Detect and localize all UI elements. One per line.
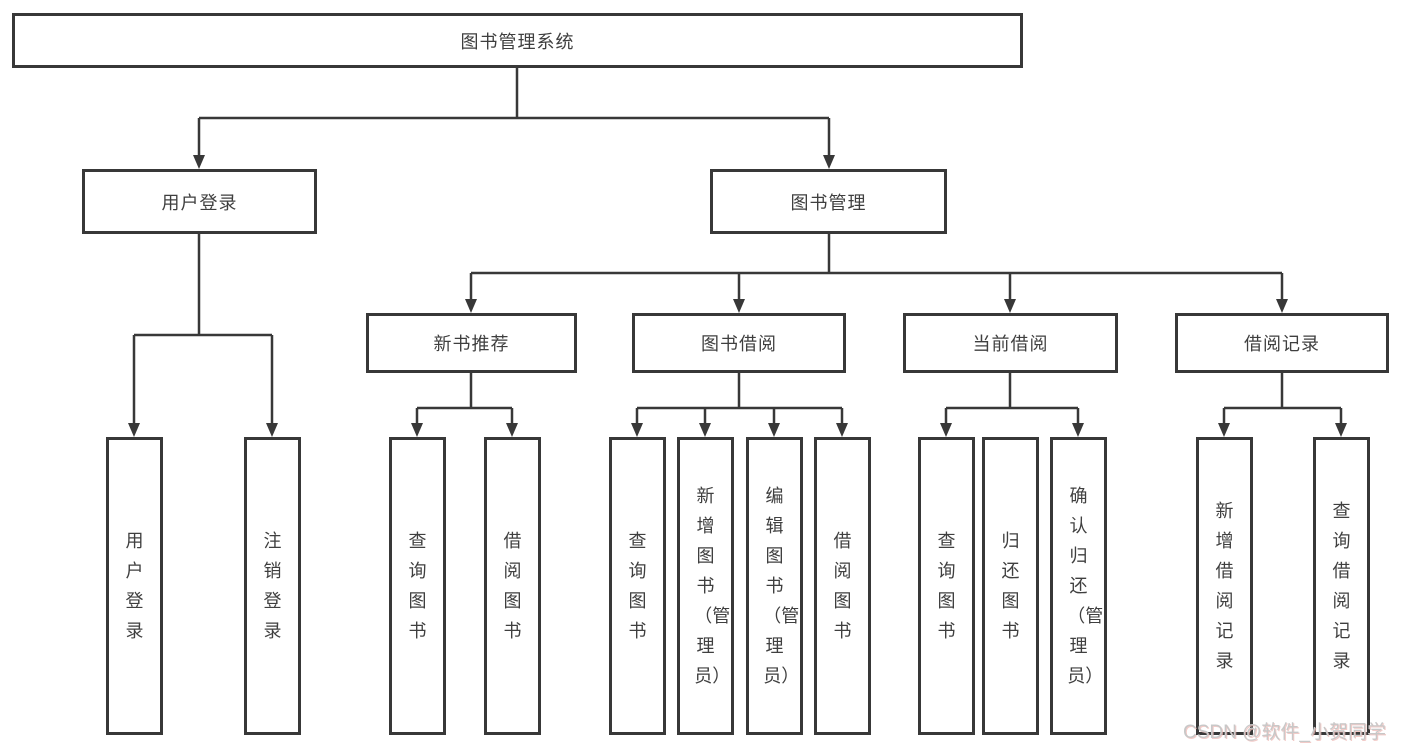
node-label: 借阅图书 [503, 531, 522, 641]
csdn-watermark: CSDN @软件_小贺同学 [1183, 722, 1386, 743]
connector-book-mgmt-split [469, 234, 1284, 302]
leaf-query-books-current: 查询图书 [918, 437, 975, 735]
connector-user-login-split [132, 234, 274, 426]
leaf-edit-books-admin: 编辑图书（管理员） [746, 437, 803, 735]
leaf-add-books-admin: 新增图书（管理员） [677, 437, 734, 735]
node-label: 图书管理系统 [460, 31, 575, 52]
connector-book-borrow-split [635, 373, 844, 426]
leaf-query-books-borrow: 查询图书 [609, 437, 666, 735]
node-library-management-system: 图书管理系统 [12, 13, 1023, 68]
node-new-book-recommend: 新书推荐 [366, 313, 577, 373]
node-current-borrow: 当前借阅 [903, 313, 1118, 373]
leaf-borrow-books: 借阅图书 [814, 437, 871, 735]
leaf-user-login: 用户登录 [106, 437, 163, 735]
node-borrow-records: 借阅记录 [1175, 313, 1389, 373]
leaf-add-borrow-record: 新增借阅记录 [1196, 437, 1253, 735]
node-book-management: 图书管理 [710, 169, 947, 234]
node-label: 编辑图书（管理员） [763, 486, 800, 686]
leaf-query-borrow-record: 查询借阅记录 [1313, 437, 1370, 735]
node-label: 图书借阅 [701, 334, 777, 354]
node-label: 当前借阅 [972, 334, 1049, 354]
node-label: 用户登录 [125, 531, 144, 641]
node-user-login: 用户登录 [82, 169, 317, 234]
node-label: 查询图书 [628, 531, 647, 641]
connector-borrow-records-split [1222, 373, 1343, 426]
node-label: 注销登录 [263, 531, 282, 641]
node-label: 归还图书 [1001, 531, 1020, 641]
connector-current-borrow-split [944, 373, 1080, 426]
node-label: 图书管理 [790, 192, 867, 213]
node-book-borrow: 图书借阅 [632, 313, 846, 373]
node-label: 新书推荐 [433, 334, 510, 354]
node-label: 新增借阅记录 [1215, 501, 1234, 671]
leaf-logout: 注销登录 [244, 437, 301, 735]
node-label: 确认归还（管理员） [1067, 486, 1104, 686]
connector-root-split [197, 67, 831, 158]
node-label: 查询图书 [937, 531, 956, 641]
leaf-return-books: 归还图书 [982, 437, 1039, 735]
leaf-query-books-recommend: 查询图书 [389, 437, 446, 735]
node-label: 查询图书 [408, 531, 427, 641]
node-label: 用户登录 [161, 192, 238, 213]
node-label: 借阅图书 [833, 531, 852, 641]
node-label: 新增图书（管理员） [694, 486, 731, 686]
node-label: 借阅记录 [1244, 334, 1320, 354]
connector-new-book-split [415, 373, 514, 426]
leaf-borrow-books-recommend: 借阅图书 [484, 437, 541, 735]
leaf-confirm-return-admin: 确认归还（管理员） [1050, 437, 1107, 735]
node-label: 查询借阅记录 [1332, 501, 1351, 671]
